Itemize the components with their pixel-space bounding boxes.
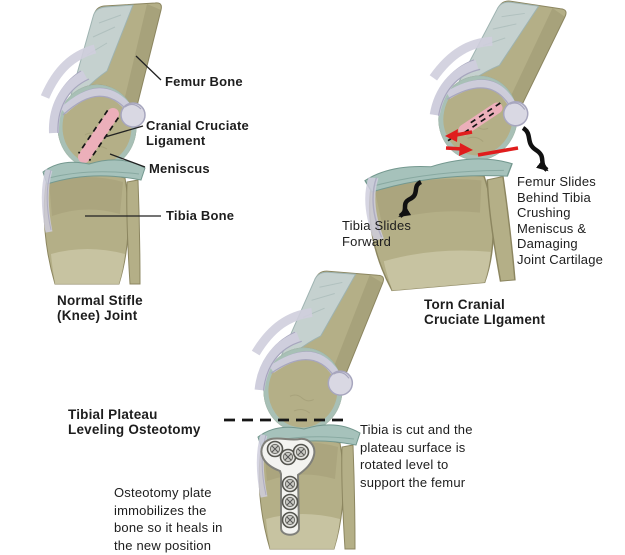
- tear-displacement-arrows: [445, 129, 519, 157]
- femur-slides-arrow: [521, 126, 549, 172]
- osteotomy-plate-graphic: [260, 437, 316, 536]
- cranial-cruciate-ligament-label: Cranial Cruciate Ligament: [146, 118, 249, 148]
- femur-slides-behind-label: Femur Slides Behind Tibia Crushing Menis…: [517, 174, 604, 267]
- normal-joint-caption: Normal Stifle (Knee) Joint: [57, 293, 143, 323]
- tibia-cut-note: Tibia is cut and the plateau surface is …: [360, 422, 473, 490]
- normal-knee-illustration: [43, 3, 161, 284]
- torn-knee-illustration: [364, 0, 567, 292]
- tibia-slides-arrow: [398, 179, 423, 218]
- tplo-procedure-label: Tibial Plateau Leveling Osteotomy: [68, 407, 201, 437]
- femur-bone-label: Femur Bone: [165, 74, 243, 89]
- osteotomy-plate-note: Osteotomy plate immobilizes the bone so …: [114, 485, 223, 553]
- tibia-slides-forward-label: Tibia Slides Forward: [342, 218, 412, 249]
- torn-ligament-caption: Torn Cranial Cruciate LIgament: [424, 297, 546, 327]
- meniscus-label: Meniscus: [149, 161, 210, 176]
- normal-label-leader-lines: [85, 55, 162, 217]
- cranial-cruciate-ligament-graphic: [77, 108, 120, 163]
- tplo-knee-illustration: [224, 260, 384, 549]
- tibia-bone-label: Tibia Bone: [166, 208, 235, 223]
